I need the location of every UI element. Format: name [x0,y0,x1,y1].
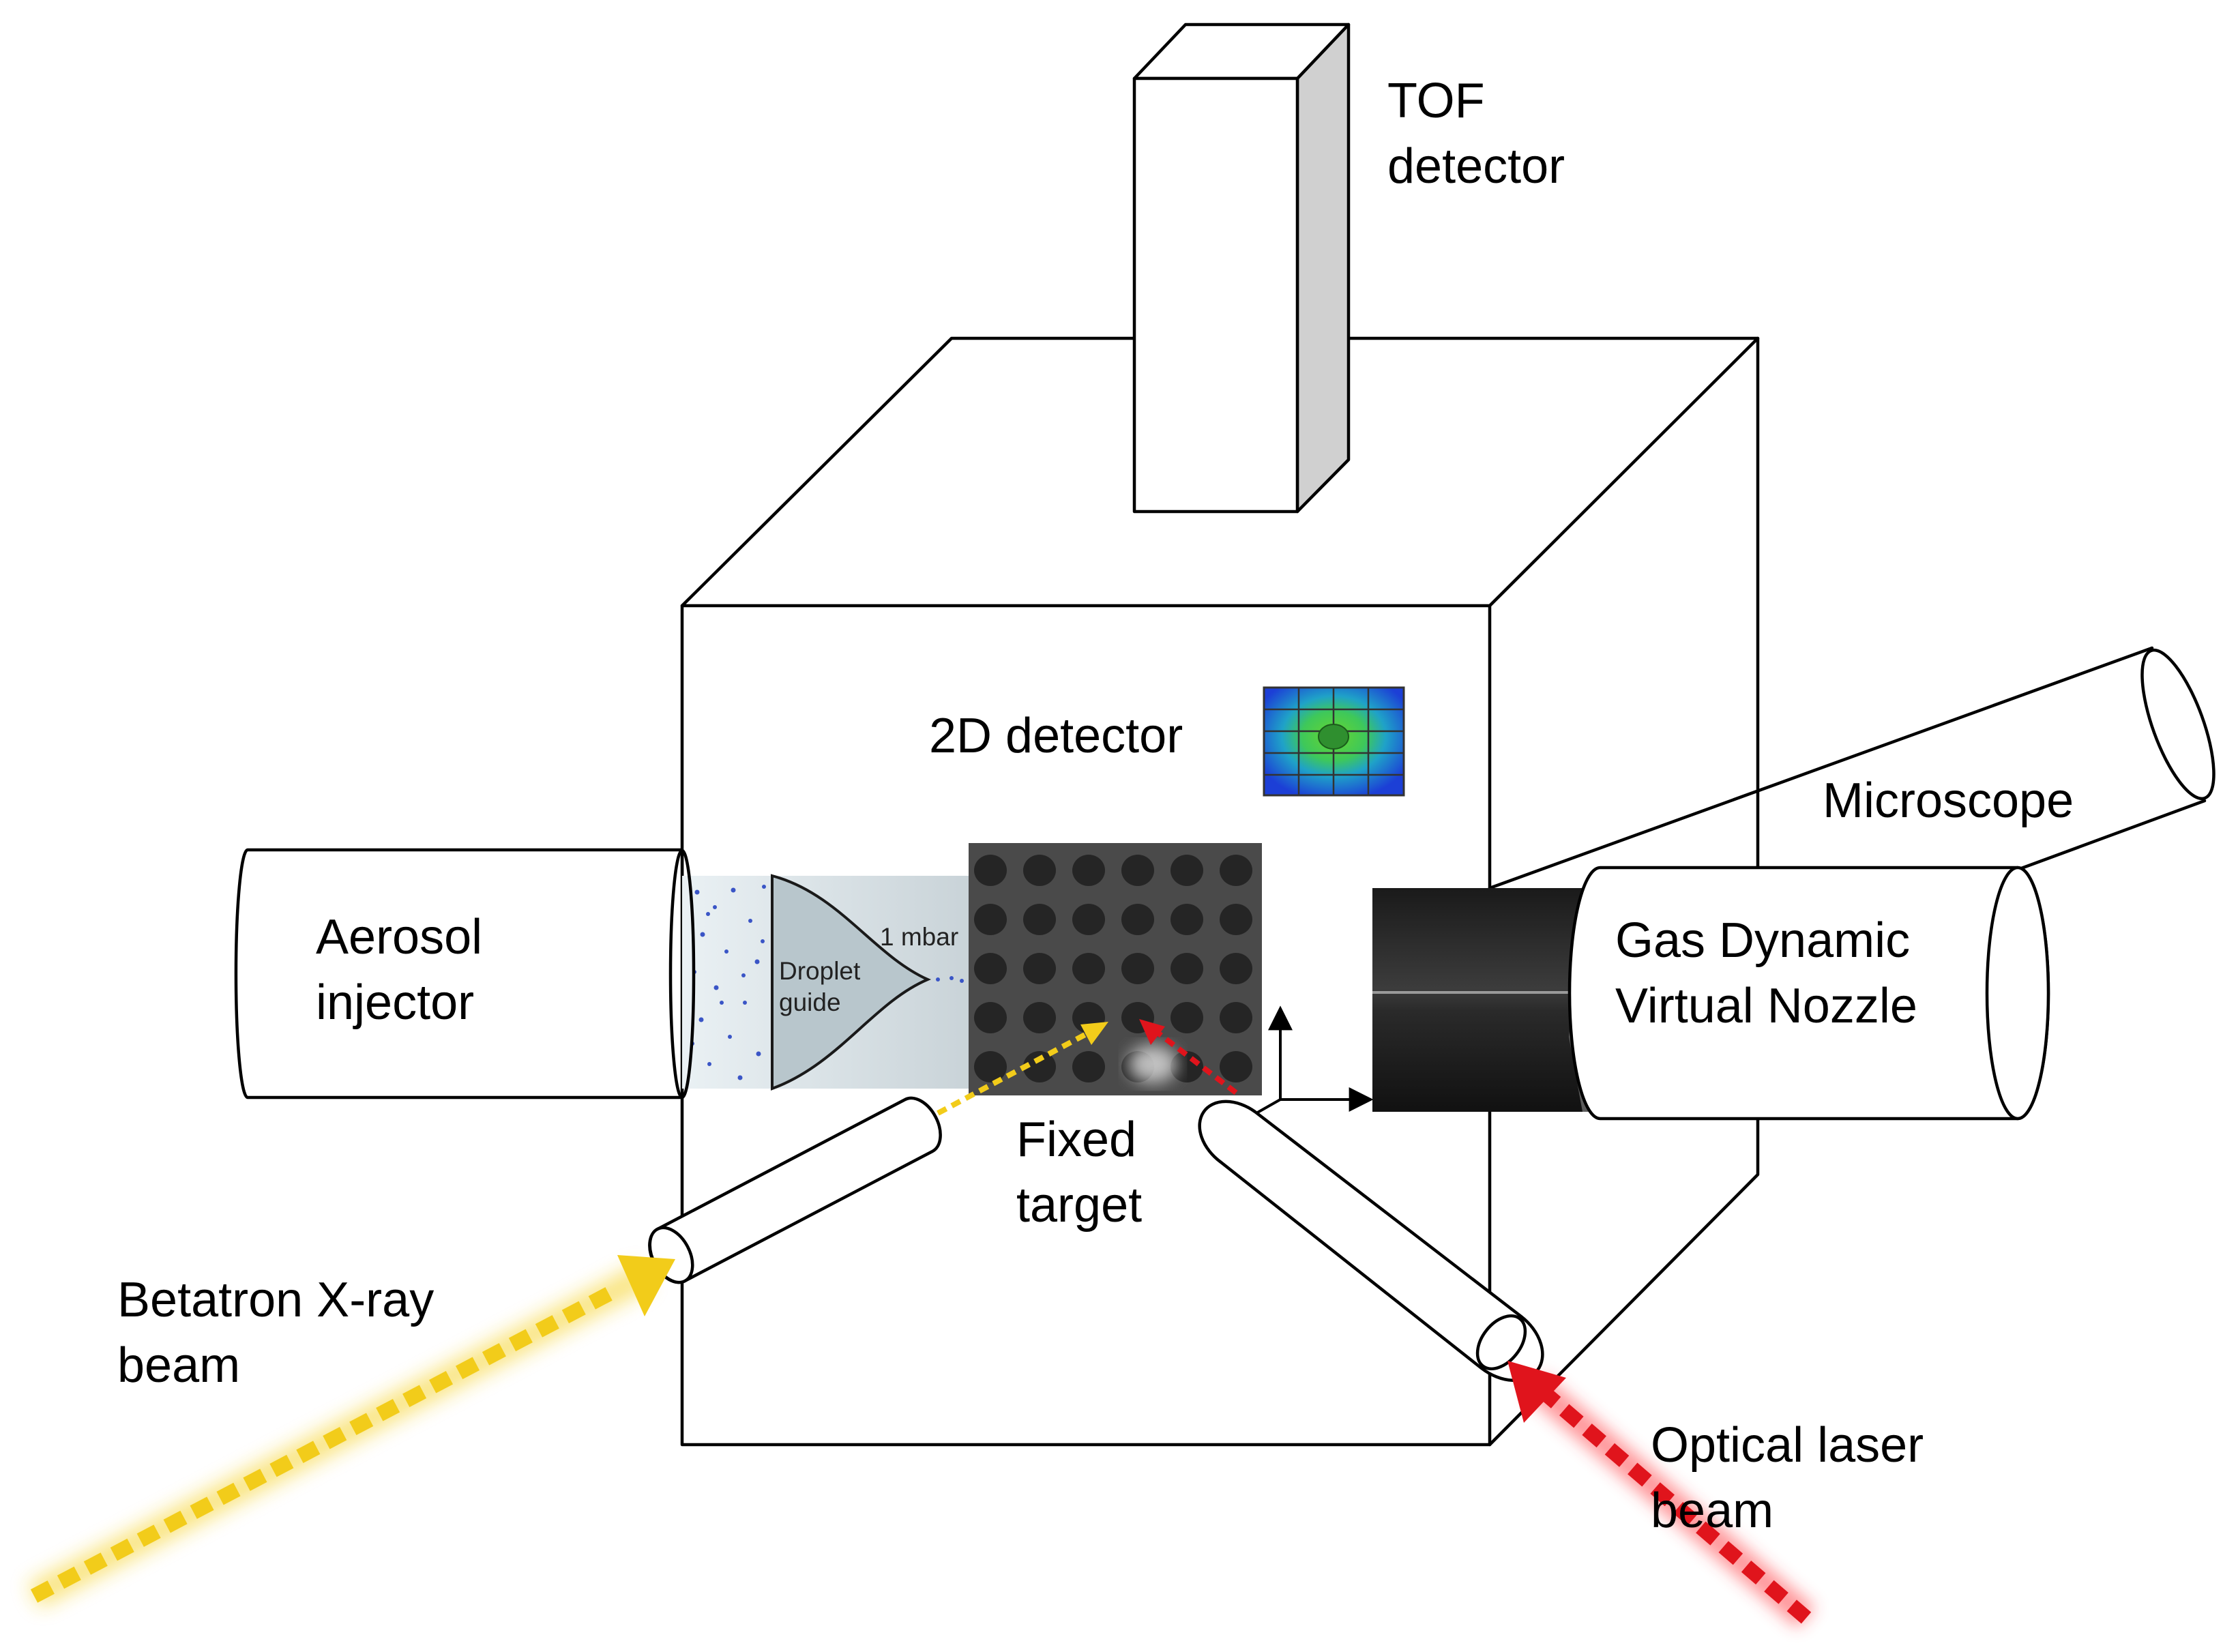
gas-dynamic-virtual-nozzle [1372,866,2050,1121]
laser-beam-pipe [1198,1100,1544,1383]
betatron-label-line2: beam [117,1338,240,1393]
target-hole [1121,953,1154,984]
target-hole [1220,904,1252,935]
target-hole [1171,953,1203,984]
aerosol-injector [234,848,684,1100]
detector-2d-image [1263,686,1405,797]
target-hole [974,904,1007,935]
microscope-label: Microscope [1823,773,2074,828]
pressure-label: 1 mbar [880,923,958,951]
target-hole [1023,904,1056,935]
xray-beam-pipe [648,1096,942,1284]
target-hole [1220,953,1252,984]
aerosol-label-line1: Aerosol [316,910,482,964]
optical-laser-beam [1139,1019,1816,1629]
optical-label-line1: Optical laser [1651,1418,1924,1473]
droplet-guide-label-line1: Droplet [779,957,861,985]
detector-2d-label: 2D detector [929,709,1183,763]
target-hole [1072,904,1105,935]
target-hole [1072,1051,1105,1082]
target-hole [1023,855,1056,886]
target-hole [1023,1051,1056,1082]
target-hole [1220,855,1252,886]
target-hole [974,953,1007,984]
target-hole [1220,1002,1252,1033]
gdvn-label-line1: Gas Dynamic [1615,913,1910,968]
target-hole [974,1051,1007,1082]
target-hole [1121,904,1154,935]
target-hole [1171,904,1203,935]
target-hole [1023,953,1056,984]
tof-label-line2: detector [1387,139,1565,194]
target-hole [974,855,1007,886]
betatron-label-line1: Betatron X-ray [117,1273,434,1327]
gdvn-label-line2: Virtual Nozzle [1615,979,1917,1033]
microscope [1488,646,2215,890]
target-hole [1072,855,1105,886]
target-hole [1072,953,1105,984]
tof-label-line1: TOF [1387,74,1485,128]
droplet-guide-inset: 1 mbar Droplet guide [682,874,970,1091]
target-hole [1023,1002,1056,1033]
aerosol-label-line2: injector [316,975,474,1030]
betatron-xray-beam [27,1022,1108,1608]
fixed-target-label-line1: Fixed [1016,1112,1136,1167]
target-hole [1121,855,1154,886]
target-hole [1220,1051,1252,1082]
tof-detector [1132,23,1351,514]
fixed-target-plate [969,843,1262,1095]
optical-label-line2: beam [1651,1484,1773,1538]
target-hole [974,1002,1007,1033]
target-hole [1171,855,1203,886]
target-hole [1171,1002,1203,1033]
droplet-guide-label-line2: guide [779,988,841,1016]
fixed-target-label-line2: target [1016,1178,1142,1233]
